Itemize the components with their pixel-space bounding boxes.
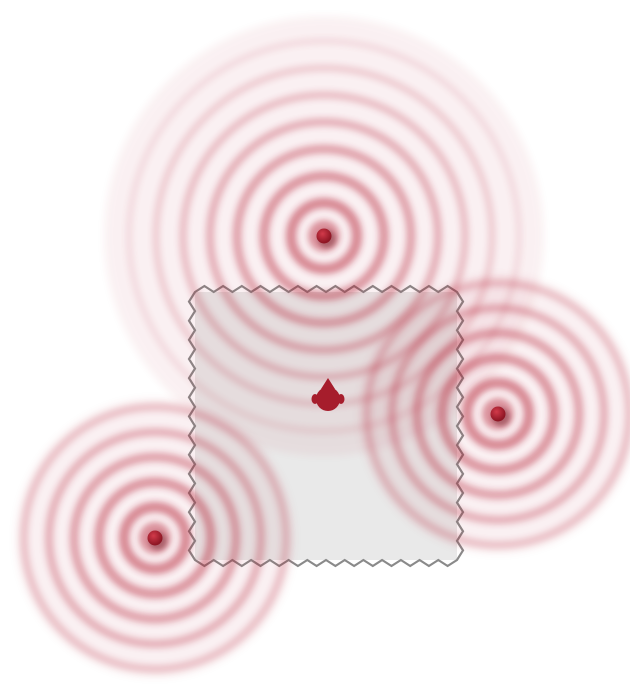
diagram-canvas <box>0 0 630 684</box>
sound-field-diagram <box>0 0 630 684</box>
